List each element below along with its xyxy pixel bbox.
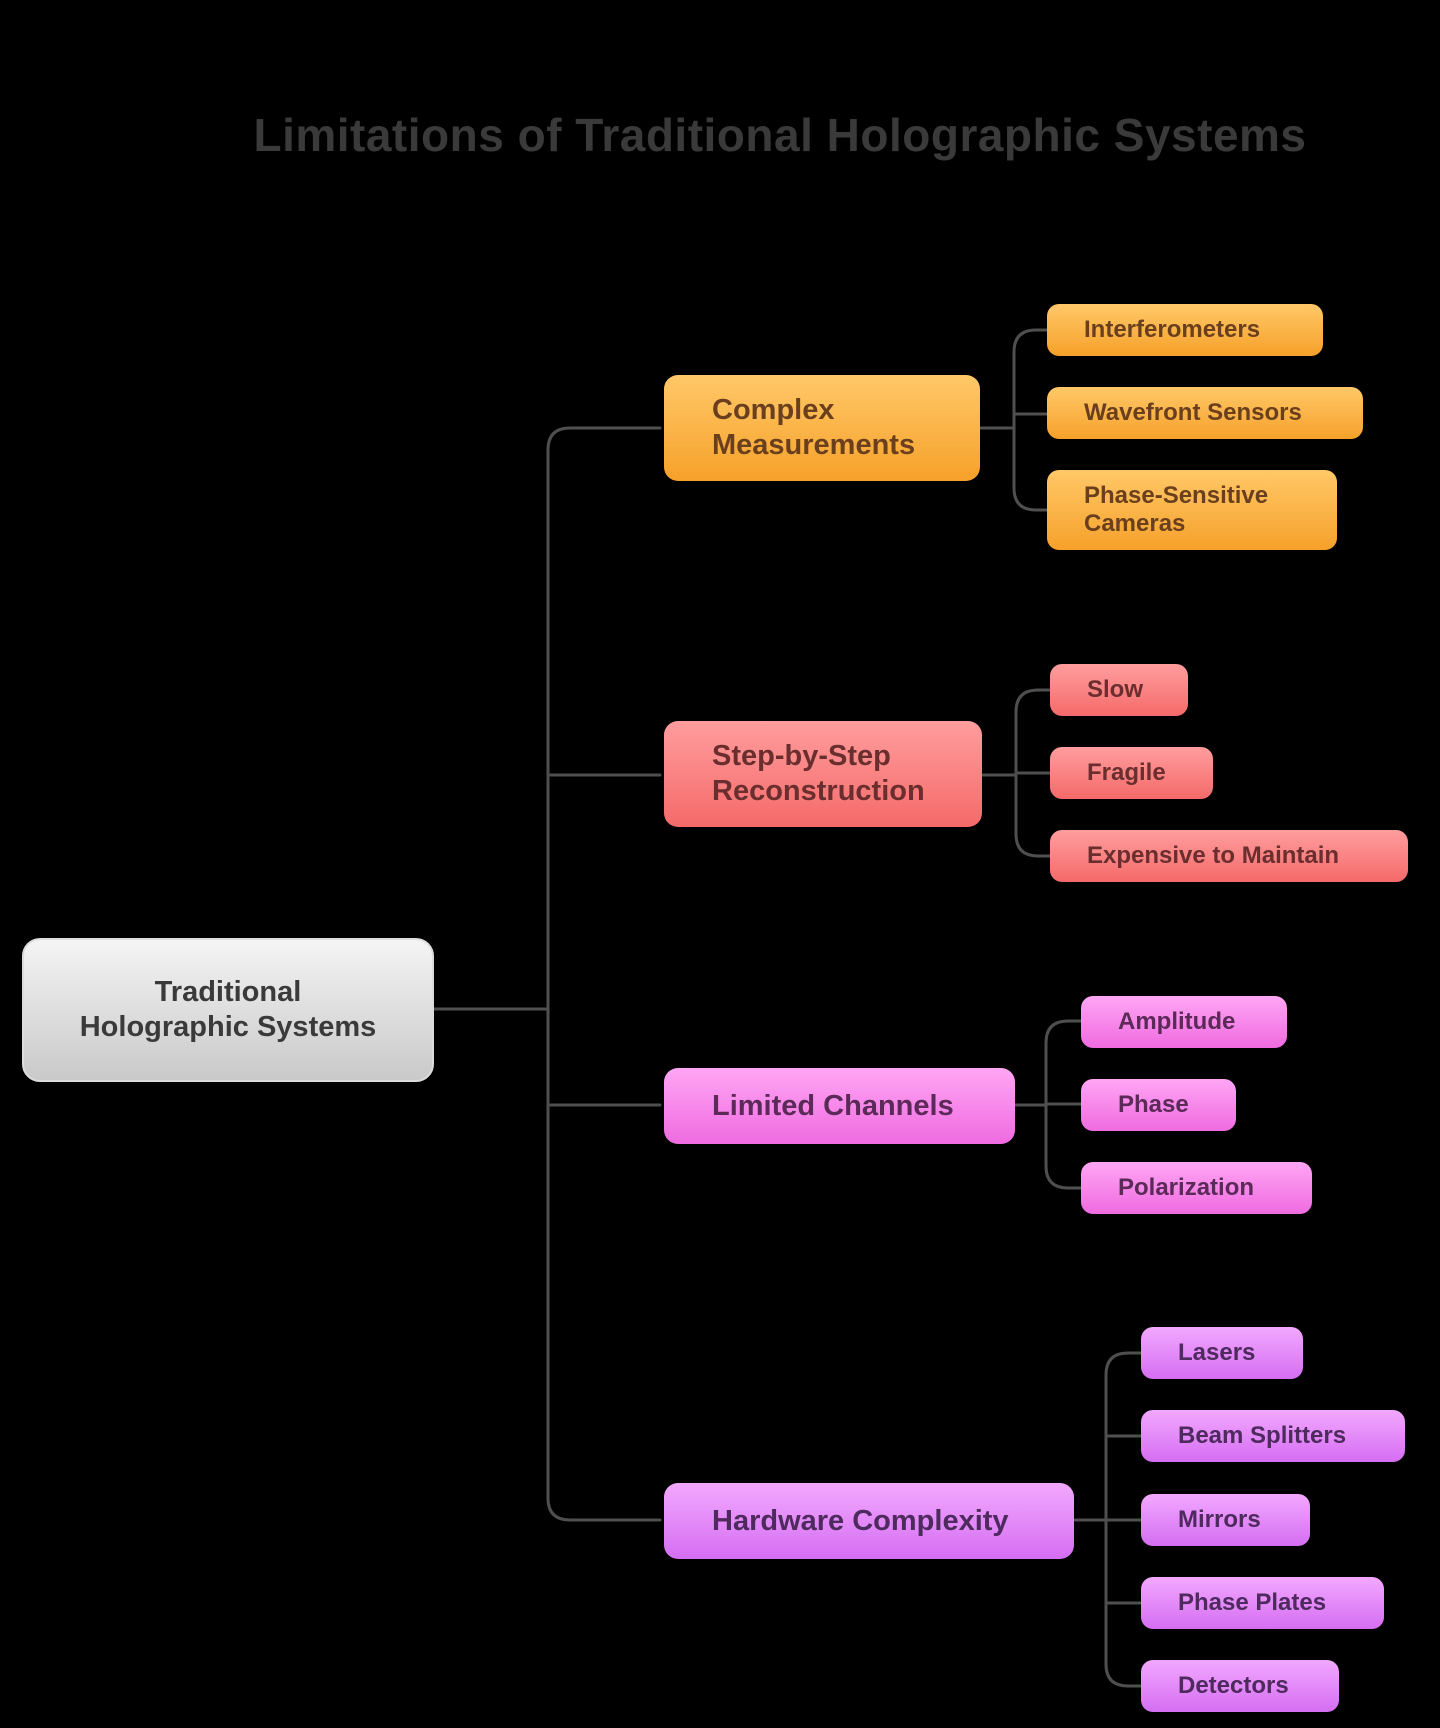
leaf-expensive-to-maintain: Expensive to Maintain bbox=[1050, 830, 1408, 882]
leaf-label: Phase bbox=[1118, 1090, 1189, 1118]
leaf-label: Phase Plates bbox=[1178, 1588, 1327, 1616]
leaf-label: Mirrors bbox=[1178, 1505, 1261, 1533]
leaf-label: Polarization bbox=[1118, 1173, 1255, 1201]
leaf-fragile: Fragile bbox=[1050, 747, 1213, 799]
leaf-wavefront-sensors: Wavefront Sensors bbox=[1047, 387, 1363, 439]
leaf-label: Interferometers bbox=[1084, 315, 1261, 343]
category-step-by-step-reconstruction: Step-by-Step Reconstruction bbox=[664, 721, 982, 827]
category-complex-measurements: Complex Measurements bbox=[664, 375, 980, 481]
leaf-polarization: Polarization bbox=[1081, 1162, 1312, 1214]
leaf-label: Lasers bbox=[1178, 1338, 1256, 1366]
leaf-beam-splitters: Beam Splitters bbox=[1141, 1410, 1405, 1462]
category-limited-channels: Limited Channels bbox=[664, 1068, 1015, 1144]
category-label: Step-by-Step Reconstruction bbox=[712, 740, 925, 807]
category-label: Limited Channels bbox=[712, 1089, 954, 1122]
leaf-mirrors: Mirrors bbox=[1141, 1494, 1310, 1546]
root-label: Traditional Holographic Systems bbox=[79, 976, 377, 1043]
diagram-title: Limitations of Traditional Holographic S… bbox=[253, 109, 1307, 161]
leaf-label: Expensive to Maintain bbox=[1087, 841, 1340, 869]
leaf-label: Wavefront Sensors bbox=[1084, 398, 1302, 426]
category-label: Hardware Complexity bbox=[712, 1504, 1009, 1537]
connector-cm-vertical bbox=[1012, 328, 1038, 512]
leaf-detectors: Detectors bbox=[1141, 1660, 1339, 1712]
connector-trunk bbox=[546, 426, 572, 1522]
leaf-lasers: Lasers bbox=[1141, 1327, 1303, 1379]
leaf-label: Beam Splitters bbox=[1178, 1421, 1347, 1449]
category-label: Complex Measurements bbox=[712, 394, 916, 461]
leaf-phase-sensitive-cameras: Phase-Sensitive Cameras bbox=[1047, 470, 1337, 550]
leaf-interferometers: Interferometers bbox=[1047, 304, 1323, 356]
root-node: Traditional Holographic Systems bbox=[22, 938, 434, 1082]
leaf-label: Detectors bbox=[1178, 1671, 1289, 1699]
leaf-label: Slow bbox=[1087, 675, 1144, 703]
leaf-phase: Phase bbox=[1081, 1079, 1236, 1131]
leaf-amplitude: Amplitude bbox=[1081, 996, 1287, 1048]
leaf-label: Amplitude bbox=[1118, 1007, 1236, 1035]
category-hardware-complexity: Hardware Complexity bbox=[664, 1483, 1074, 1559]
leaf-label: Phase-Sensitive Cameras bbox=[1084, 482, 1269, 537]
leaf-slow: Slow bbox=[1050, 664, 1188, 716]
leaf-phase-plates: Phase Plates bbox=[1141, 1577, 1384, 1629]
leaf-label: Fragile bbox=[1087, 758, 1166, 786]
